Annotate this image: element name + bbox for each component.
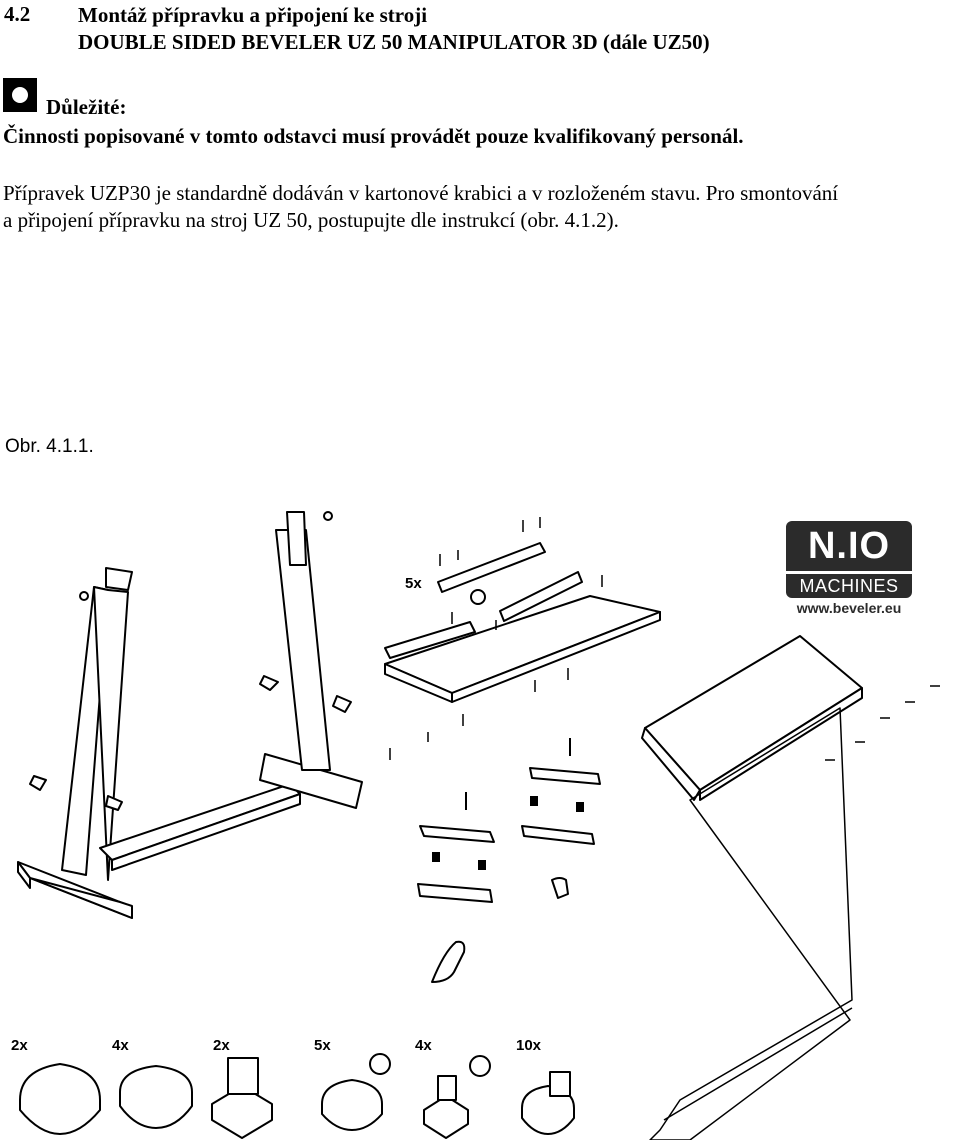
intro-paragraph-line-2: a připojení přípravku na stroj UZ 50, po… xyxy=(3,208,619,232)
hardware-qty-5: 4x xyxy=(415,1037,432,1054)
logo-subtitle: MACHINES xyxy=(786,574,912,598)
section-number: 4.2 xyxy=(4,2,31,26)
notice-text: Činnosti popisované v tomto odstavci mus… xyxy=(3,124,744,148)
left-stand-drawing xyxy=(17,511,363,919)
nio-machines-logo: N.IO MACHINES www.beveler.eu xyxy=(786,521,912,616)
clamp-parts-drawing xyxy=(417,738,601,983)
section-title: Montáž přípravku a připojení ke stroji D… xyxy=(78,2,710,56)
plate-screws-qty: 5x xyxy=(405,575,422,592)
section-title-line-1: Montáž přípravku a připojení ke stroji xyxy=(78,3,428,27)
figure-caption: Obr. 4.1.1. xyxy=(5,436,94,457)
hardware-qty-1: 2x xyxy=(11,1037,28,1054)
shield-drawing xyxy=(641,635,940,1140)
notice-icon xyxy=(3,78,37,112)
hardware-qty-4: 5x xyxy=(314,1037,331,1054)
plate-drawing xyxy=(384,517,661,760)
hardware-drawing xyxy=(19,1053,575,1139)
section-title-line-2: DOUBLE SIDED BEVELER UZ 50 MANIPULATOR 3… xyxy=(78,30,710,54)
hardware-qty-6: 10x xyxy=(516,1037,542,1054)
exploded-view-drawing xyxy=(0,495,960,1140)
intro-paragraph: Přípravek UZP30 je standardně dodáván v … xyxy=(3,180,958,234)
intro-paragraph-line-1: Přípravek UZP30 je standardně dodáván v … xyxy=(3,181,839,205)
notice-label: Důležité: xyxy=(46,95,127,119)
logo-url: www.beveler.eu xyxy=(796,600,902,616)
logo-brand: N.IO xyxy=(786,521,912,571)
hardware-qty-3: 2x xyxy=(213,1037,230,1054)
hardware-qty-2: 4x xyxy=(112,1037,129,1054)
